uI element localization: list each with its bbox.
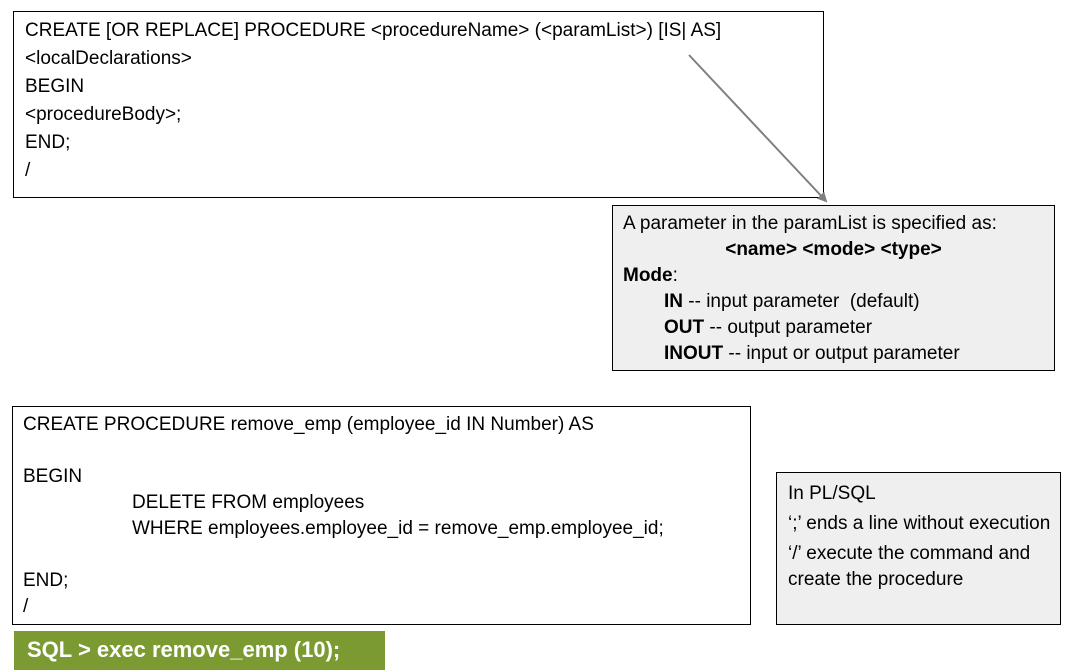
syntax-line: BEGIN <box>25 76 85 97</box>
mode-heading: Mode: <box>623 263 1054 289</box>
mode-name: IN <box>664 291 683 312</box>
example-begin-line: BEGIN <box>23 466 83 487</box>
blank-line <box>23 542 750 568</box>
example-procedure-box: CREATE PROCEDURE remove_emp (employee_id… <box>12 406 751 625</box>
mode-name: INOUT <box>664 343 724 364</box>
mode-name: OUT <box>664 317 705 338</box>
mode-desc: -- input parameter (default) <box>683 291 920 312</box>
blank-line <box>23 438 750 464</box>
plsql-info-box: In PL/SQL ‘;’ ends a line without execut… <box>776 472 1061 625</box>
mode-colon: : <box>672 265 678 286</box>
example-end-line: END; <box>23 570 69 591</box>
syntax-line: END; <box>25 132 71 153</box>
syntax-line: CREATE [OR REPLACE] PROCEDURE <procedure… <box>25 20 722 41</box>
param-format: <name> <mode> <type> <box>623 237 1054 263</box>
mode-item: OUT -- output parameter <box>623 315 1054 341</box>
example-create-line: CREATE PROCEDURE remove_emp (employee_id… <box>23 414 594 435</box>
syntax-line: / <box>25 160 31 181</box>
mode-item: IN -- input parameter (default) <box>623 289 1054 315</box>
example-slash-line: / <box>23 596 29 617</box>
note-intro: A parameter in the paramList is specifie… <box>623 213 997 234</box>
mode-desc: -- output parameter <box>704 317 873 338</box>
example-delete-line: DELETE FROM employees <box>132 492 365 513</box>
exec-command-bar: SQL > exec remove_emp (10); <box>14 631 385 670</box>
mode-item: INOUT -- input or output parameter <box>623 341 1054 367</box>
info-title: In PL/SQL <box>788 483 876 504</box>
info-semicolon-note: ‘;’ ends a line without execution <box>788 513 1051 534</box>
syntax-line: <procedureBody>; <box>25 104 182 125</box>
info-slash-note: ‘/’ execute the command and create the p… <box>788 543 1031 590</box>
syntax-line: <localDeclarations> <box>25 48 192 69</box>
param-format-text: <name> <mode> <type> <box>725 239 942 260</box>
mode-desc: -- input or output parameter <box>723 343 960 364</box>
example-where-line: WHERE employees.employee_id = remove_emp… <box>132 518 664 539</box>
parameter-note-box: A parameter in the paramList is specifie… <box>612 205 1055 371</box>
mode-label: Mode <box>623 265 673 286</box>
procedure-syntax-box: CREATE [OR REPLACE] PROCEDURE <procedure… <box>13 11 824 198</box>
